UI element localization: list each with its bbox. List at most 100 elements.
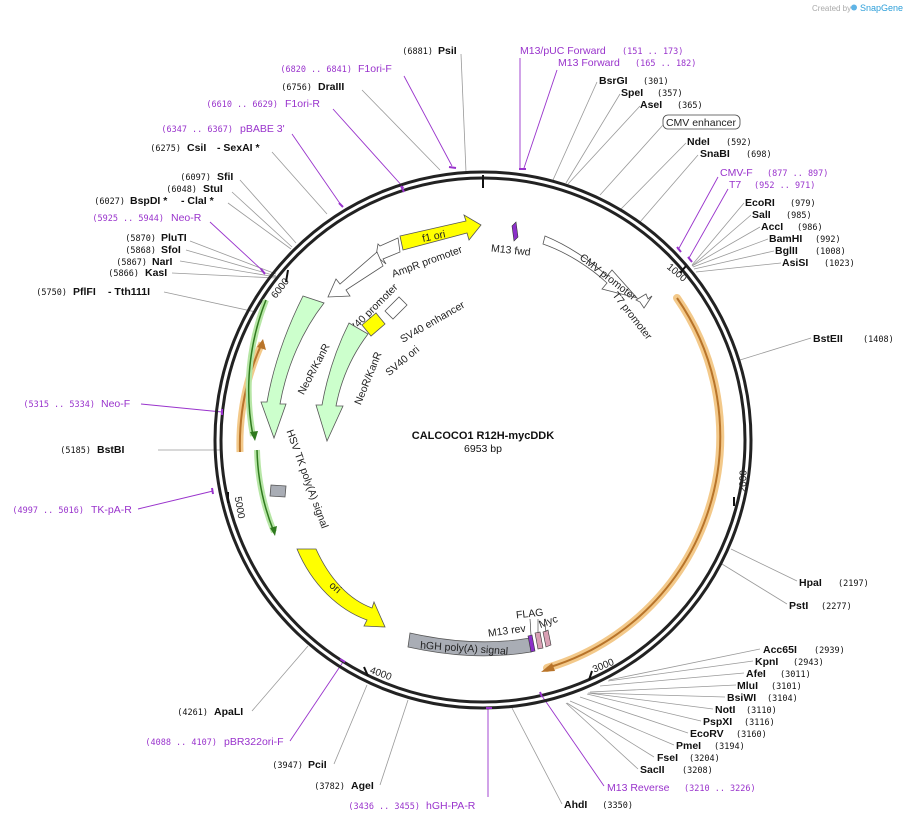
site-name-ecori: EcoRI <box>745 197 775 209</box>
cds-arc-left-arrowhead <box>257 339 266 350</box>
site-name-bglii: BglII <box>775 245 798 257</box>
tk-thin-arc-arrowhead <box>270 526 277 536</box>
m13-fwd-feature <box>511 221 519 242</box>
primer-name-pbr322: pBR322ori-F <box>224 736 284 748</box>
site-leader-ecorv <box>579 696 689 734</box>
site-leader-psti <box>721 563 788 605</box>
site-leader-psii <box>460 53 467 173</box>
site-pos-sacii: (3208) <box>682 766 713 776</box>
site-leader-noti <box>587 692 714 710</box>
site-pos-mlui: (3101) <box>771 682 802 692</box>
t7-promoter-feature <box>635 293 653 309</box>
neo-thin-arc-arrowhead <box>250 431 258 441</box>
primer-name-cmv-f: CMV-F <box>720 167 753 179</box>
tick-3000 <box>588 670 593 681</box>
mark-m13-reverse <box>539 691 543 698</box>
primer-leader-pbr322 <box>289 661 344 742</box>
site-leader-ahdi <box>511 707 563 805</box>
site-name-snabi: SnaBI <box>700 148 730 160</box>
neor-outer-feature <box>260 295 325 440</box>
primer-name-f1ori-r: F1ori-R <box>285 98 320 110</box>
site-leader-bspdi <box>227 202 292 250</box>
site-pos-csii: (6275) <box>150 144 181 154</box>
site-name-bsrgi: BsrGI <box>599 75 628 87</box>
m13-rev-feature <box>527 634 536 653</box>
primer-name-m13fwd: M13 Forward <box>558 57 620 69</box>
site-name-pluti: PluTI <box>161 232 187 244</box>
cds-arc-left <box>238 342 263 453</box>
site-leader-bglii <box>693 250 775 270</box>
tick-1000 <box>679 265 687 274</box>
site-name-sacii: SacII <box>640 764 665 776</box>
site-leader-sacii <box>565 702 639 770</box>
site-name-draiii: DraIII <box>318 81 344 93</box>
primer-leader-f1ori-f <box>403 75 453 167</box>
site-name-mlui: MluI <box>737 680 758 692</box>
site-leader-kpni <box>607 660 754 682</box>
ori-feature <box>296 548 386 628</box>
site-pos-pflfi: (5750) <box>36 288 67 298</box>
primer-range-f1ori-f: (6820 .. 6841) <box>280 65 352 75</box>
site-pos-pcii: (3947) <box>272 761 303 771</box>
flag-label: FLAG <box>515 607 544 622</box>
site-pos-ecori: (979) <box>790 199 816 209</box>
mark-t7 <box>687 256 693 263</box>
cds-arc-main <box>546 297 722 669</box>
site-pos-fsei: (3204) <box>689 754 720 764</box>
site-leader-acc65i <box>608 648 761 681</box>
primer-range-neo-f: (5315 .. 5334) <box>23 400 95 410</box>
site-pos-sfii: (6097) <box>180 173 211 183</box>
primer-range-m13puc: (151 .. 173) <box>622 47 683 57</box>
m13-rev-label: M13 rev <box>487 622 527 639</box>
primer-leader-m13fwd <box>523 69 558 169</box>
site-leader-stui <box>231 191 293 248</box>
primer-name-tk-pa-r: TK-pA-R <box>91 504 132 516</box>
primer-range-hgh-pa-r: (3436 .. 3455) <box>348 802 420 812</box>
site-name-asei: AseI <box>640 99 662 111</box>
site-pos-ecorv: (3160) <box>736 730 767 740</box>
cds-arc-main-arrowhead <box>541 663 555 672</box>
primer-range-pbr322: (4088 .. 4107) <box>145 738 217 748</box>
kb-ticks <box>227 265 735 681</box>
site-name-afei: AfeI <box>746 668 766 680</box>
tick-label-5000: 5000 <box>232 496 247 520</box>
cmv-promoter-feature <box>542 235 639 299</box>
site-pos-ndei: (592) <box>726 138 752 148</box>
site-name-pspxi: PspXI <box>703 716 732 728</box>
primer-leader-cmv-f <box>677 176 719 251</box>
site-name-fsei: FseI <box>657 752 678 764</box>
mark-tk-pa-r <box>211 487 214 495</box>
site-leader-pspxi <box>586 693 702 722</box>
site-extra-bspdi: - ClaI * <box>181 195 215 207</box>
primer-leader-t7 <box>688 188 729 259</box>
site-leader-pluti <box>189 240 277 275</box>
m13-rev-leader <box>529 618 532 636</box>
site-name-kasi: KasI <box>145 267 167 279</box>
site-pos-pspxi: (3116) <box>744 718 775 728</box>
site-labels: (6881) PsiI (6756) DraIII (6275) CsiI - … <box>36 45 893 811</box>
site-pos-hpai: (2197) <box>838 579 869 589</box>
site-name-spei: SpeI <box>621 87 643 99</box>
site-pos-acc65i: (2939) <box>814 646 845 656</box>
site-pos-nari: (5867) <box>116 258 147 268</box>
site-leader-fsei <box>566 702 655 758</box>
tick-4000 <box>363 666 369 677</box>
primer-name-hgh-pa-r: hGH-PA-R <box>426 800 476 812</box>
site-name-pflfi: PflFI <box>73 286 96 298</box>
site-name-ahdi: AhdI <box>564 799 587 811</box>
primer-leader-m13-reverse <box>541 695 605 787</box>
primer-range-f1ori-r: (6610 .. 6629) <box>206 100 278 110</box>
mark-f1ori-r <box>400 185 405 193</box>
site-pos-bamhi: (992) <box>815 235 841 245</box>
site-pos-kasi: (5866) <box>108 269 139 279</box>
site-leader-asei <box>567 105 641 185</box>
primer-range-tk-pa-r: (4997 .. 5016) <box>12 506 84 516</box>
site-pos-psti: (2277) <box>821 602 852 612</box>
f1-ori-label: f1 ori <box>421 228 446 245</box>
site-name-agei: AgeI <box>351 780 374 792</box>
hsv-tk-label: HSV TK poly(A) signal <box>283 428 330 530</box>
tk-thin-arc <box>256 449 275 533</box>
cmv-enhancer-box <box>662 114 741 130</box>
site-leader-apali <box>251 645 309 712</box>
